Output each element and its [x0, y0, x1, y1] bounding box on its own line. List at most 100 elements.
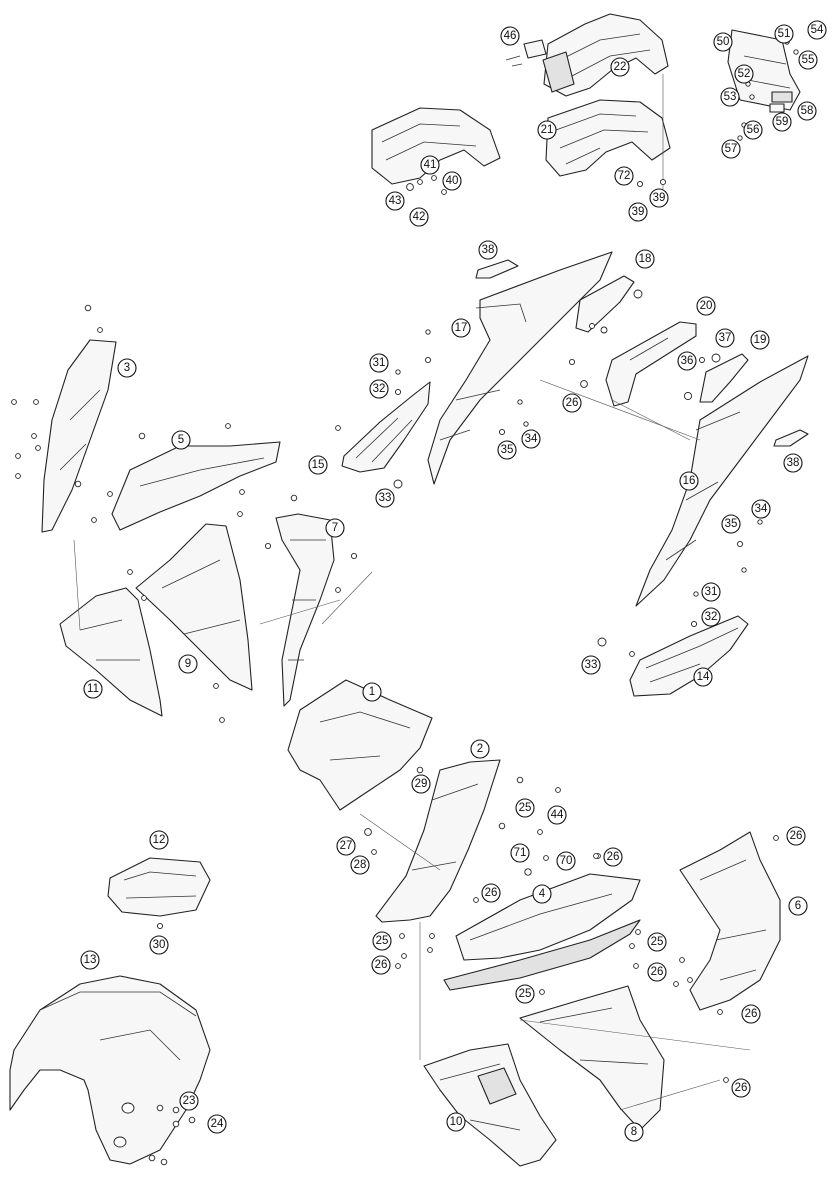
svg-text:42: 42 — [413, 211, 426, 223]
callout-10: 10 — [446, 1112, 466, 1132]
callout-4: 4 — [532, 884, 552, 904]
svg-text:34: 34 — [525, 433, 538, 445]
callout-52: 52 — [734, 64, 754, 84]
svg-text:28: 28 — [354, 859, 367, 871]
svg-text:10: 10 — [450, 1116, 463, 1128]
callout-26: 26 — [647, 962, 667, 982]
svg-text:44: 44 — [551, 809, 564, 821]
callout-42: 42 — [409, 207, 429, 227]
svg-text:39: 39 — [632, 206, 645, 218]
svg-text:6: 6 — [795, 900, 801, 912]
callout-12: 12 — [149, 830, 169, 850]
callout-26: 26 — [741, 1004, 761, 1024]
callout-6: 6 — [788, 896, 808, 916]
callout-55: 55 — [798, 50, 818, 70]
svg-text:56: 56 — [747, 124, 760, 136]
svg-text:29: 29 — [415, 778, 428, 790]
callout-30: 30 — [149, 935, 169, 955]
side-fairing-part-3 — [41, 339, 117, 533]
svg-text:14: 14 — [697, 671, 710, 683]
svg-text:71: 71 — [514, 847, 527, 859]
callout-72: 72 — [614, 166, 634, 186]
side-cover-part-4 — [443, 873, 641, 991]
callout-39: 39 — [649, 188, 669, 208]
svg-text:22: 22 — [614, 61, 627, 73]
svg-text:35: 35 — [501, 444, 514, 456]
fairing-panel-part-2 — [375, 759, 501, 923]
upper-fairing-part-5 — [111, 441, 281, 531]
svg-text:15: 15 — [312, 459, 325, 471]
callout-26: 26 — [562, 393, 582, 413]
callout-34: 34 — [521, 429, 541, 449]
svg-text:37: 37 — [719, 332, 732, 344]
callout-27: 27 — [336, 836, 356, 856]
callout-23: 23 — [179, 1091, 199, 1111]
svg-text:57: 57 — [725, 143, 738, 155]
svg-text:38: 38 — [482, 244, 495, 256]
plate-bracket-part-50 — [727, 29, 801, 111]
svg-text:18: 18 — [639, 253, 652, 265]
callout-11: 11 — [83, 679, 103, 699]
callout-31: 31 — [701, 582, 721, 602]
svg-text:21: 21 — [541, 124, 554, 136]
callout-26: 26 — [603, 847, 623, 867]
svg-text:8: 8 — [631, 1126, 637, 1138]
svg-text:24: 24 — [211, 1118, 224, 1130]
callout-38: 38 — [478, 240, 498, 260]
callout-33: 33 — [375, 488, 395, 508]
svg-text:25: 25 — [651, 936, 664, 948]
bracket-part-12 — [107, 857, 211, 917]
callout-35: 35 — [721, 514, 741, 534]
svg-text:33: 33 — [379, 492, 392, 504]
callout-5: 5 — [171, 430, 191, 450]
callout-14: 14 — [693, 667, 713, 687]
callout-21: 21 — [537, 120, 557, 140]
callout-19: 19 — [750, 330, 770, 350]
svg-text:36: 36 — [681, 355, 694, 367]
callout-26: 26 — [786, 826, 806, 846]
callout-18: 18 — [635, 249, 655, 269]
callout-22: 22 — [610, 57, 630, 77]
svg-text:39: 39 — [653, 192, 666, 204]
svg-text:35: 35 — [725, 518, 738, 530]
svg-text:19: 19 — [754, 334, 767, 346]
callout-25: 25 — [647, 932, 667, 952]
callout-33: 33 — [581, 655, 601, 675]
callout-13: 13 — [80, 950, 100, 970]
tail-cover-part-22 — [542, 13, 669, 97]
svg-text:26: 26 — [745, 1008, 758, 1020]
callout-1: 1 — [362, 682, 382, 702]
svg-text:9: 9 — [185, 658, 191, 670]
bracket-part-18 — [575, 275, 643, 334]
svg-text:46: 46 — [504, 30, 517, 42]
svg-text:31: 31 — [373, 357, 386, 369]
bracket-part-19 — [683, 353, 749, 403]
lower-fairing-part-11 — [59, 587, 163, 717]
callout-34: 34 — [751, 499, 771, 519]
callout-54: 54 — [807, 20, 827, 40]
bracket-part-20 — [605, 321, 697, 407]
svg-text:30: 30 — [153, 939, 166, 951]
callout-50: 50 — [713, 32, 733, 52]
side-panel-part-7 — [275, 513, 335, 707]
svg-text:3: 3 — [124, 362, 130, 374]
callout-16: 16 — [679, 471, 699, 491]
callouts: 46 22 21 72 39 39 41 40 43 42 50 51 54 5… — [80, 20, 827, 1142]
callout-7: 7 — [325, 518, 345, 538]
svg-text:5: 5 — [178, 434, 184, 446]
svg-text:41: 41 — [424, 159, 437, 171]
side-panel-part-14 — [629, 615, 749, 697]
clip-part-46 — [505, 39, 547, 67]
svg-text:2: 2 — [477, 743, 483, 755]
svg-text:50: 50 — [717, 36, 730, 48]
callout-31: 31 — [369, 353, 389, 373]
svg-text:26: 26 — [375, 959, 388, 971]
svg-text:33: 33 — [585, 659, 598, 671]
side-panel-part-8 — [519, 985, 665, 1131]
front-fairing-part-1 — [287, 679, 433, 811]
svg-text:51: 51 — [778, 28, 791, 40]
callout-2: 2 — [470, 739, 490, 759]
tail-frame-part-left — [371, 107, 501, 185]
callout-35: 35 — [497, 440, 517, 460]
